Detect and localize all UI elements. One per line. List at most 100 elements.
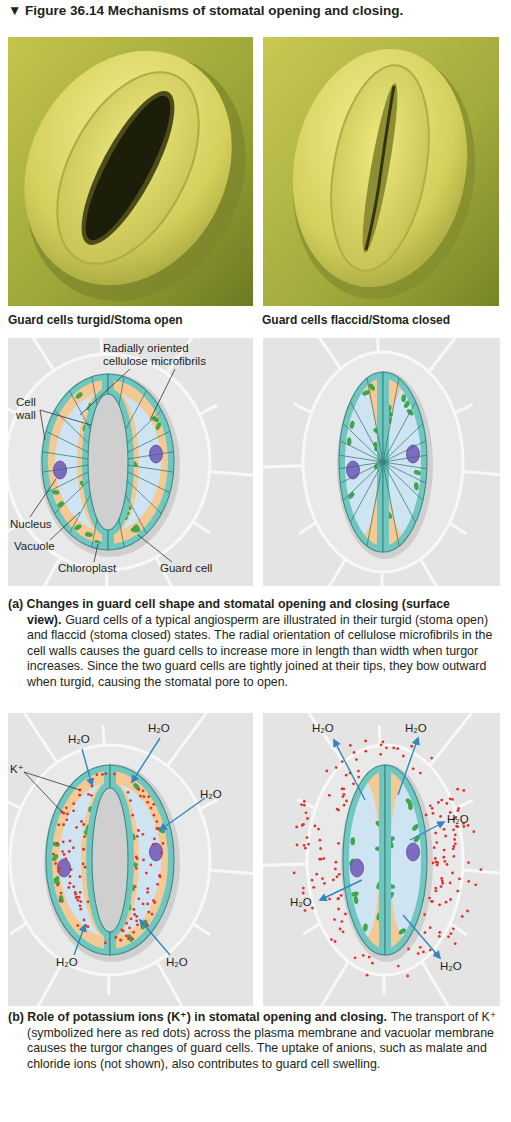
caption-heading: (b) Role of potassium ions (K⁺) in stoma… — [8, 1010, 387, 1024]
leader-line — [80, 369, 130, 415]
potassium-ion — [334, 940, 337, 943]
guard-cell-outline — [46, 765, 110, 955]
potassium-ion — [312, 886, 315, 889]
potassium-ion — [62, 840, 65, 843]
potassium-ion — [385, 746, 388, 749]
guard-cell-outline — [385, 765, 427, 955]
cell-boundary — [263, 713, 344, 762]
potassium-ion — [444, 835, 447, 838]
guard-cell — [343, 765, 385, 955]
potassium-ion — [153, 837, 156, 840]
potassium-ion — [445, 901, 448, 904]
potassium-ion — [87, 925, 90, 928]
potassium-ion — [146, 801, 149, 804]
cellulose-microfibril — [383, 364, 511, 462]
potassium-ion — [146, 924, 149, 927]
cell-boundary — [193, 522, 210, 533]
potassium-ion — [153, 814, 156, 817]
potassium-ion — [304, 847, 307, 850]
potassium-ion — [54, 862, 57, 865]
part-label: Cell wall — [16, 396, 46, 422]
epidermal-background — [8, 713, 253, 1006]
potassium-ion — [151, 913, 154, 916]
cellulose-microfibril — [0, 428, 108, 462]
stoma-shadow — [44, 764, 180, 962]
cell-boundary — [8, 338, 54, 370]
potassium-ion — [474, 883, 477, 886]
potassium-ion — [458, 878, 461, 881]
leader-line — [24, 772, 80, 790]
potassium-ion — [63, 853, 66, 856]
potassium-ion — [147, 795, 150, 798]
cell-boundary — [210, 870, 253, 895]
cell-wall — [339, 372, 383, 552]
nucleus — [351, 859, 364, 877]
potassium-ion — [56, 842, 59, 845]
potassium-ion — [440, 799, 443, 802]
potassium-ion — [295, 826, 298, 829]
potassium-ion — [114, 936, 117, 939]
potassium-ion — [87, 900, 90, 903]
cell-boundary — [8, 405, 17, 414]
chloroplast — [349, 420, 356, 429]
potassium-ion — [435, 890, 438, 893]
potassium-ion — [133, 913, 136, 916]
inner-lip — [317, 58, 444, 279]
potassium-ion — [120, 939, 123, 942]
cellulose-microfibril — [186, 364, 383, 462]
photo-caption: Guard cells turgid/Stoma open — [8, 313, 183, 327]
potassium-ion — [407, 948, 410, 951]
cell-boundary — [101, 338, 102, 354]
cellulose-microfibril — [383, 309, 511, 462]
nucleus — [407, 445, 420, 463]
potassium-ion — [345, 800, 348, 803]
potassium-ion — [155, 827, 158, 830]
cell-boundary — [263, 466, 303, 476]
potassium-ion — [429, 949, 432, 952]
potassium-ion — [156, 827, 159, 830]
potassium-ion — [131, 938, 134, 941]
potassium-ion — [156, 883, 159, 886]
potassium-ion — [456, 890, 459, 893]
potassium-ion — [431, 900, 434, 903]
cell-boundary — [8, 557, 60, 586]
epidermis — [8, 713, 253, 1006]
potassium-ion — [82, 848, 85, 851]
potassium-ion — [417, 952, 420, 955]
cell-boundary — [200, 800, 218, 809]
cell-boundary — [294, 404, 312, 413]
potassium-ion — [434, 887, 437, 890]
potassium-ion — [136, 923, 139, 926]
potassium-ion — [402, 755, 405, 758]
vacuole — [55, 392, 161, 532]
potassium-ion — [159, 875, 162, 878]
potassium-ion — [72, 802, 75, 805]
cell-boundary — [167, 713, 253, 766]
potassium-ion — [320, 858, 323, 861]
potassium-ion — [72, 885, 75, 888]
potassium-ion — [135, 920, 138, 923]
potassium-ion — [78, 794, 81, 797]
water-label: H₂O — [148, 722, 170, 734]
cell-boundary — [463, 472, 500, 497]
nucleus — [58, 859, 71, 877]
water-flow-arrow — [132, 738, 160, 782]
potassium-ion — [396, 747, 399, 750]
potassium-ion — [79, 875, 82, 878]
potassium-ion — [335, 861, 338, 864]
guard-cell-outline — [383, 372, 427, 552]
potassium-ion — [412, 767, 415, 770]
potassium-ion — [122, 930, 125, 933]
guard-cell-lip — [8, 37, 253, 306]
potassium-ion — [424, 931, 427, 934]
potassium-ion — [371, 962, 374, 965]
potassium-ion — [343, 793, 346, 796]
cellulose-microfibril — [383, 462, 511, 496]
potassium-ion — [80, 820, 83, 823]
potassium-ion — [143, 795, 146, 798]
chloroplast — [51, 490, 59, 495]
potassium-ion — [382, 741, 385, 744]
potassium-ion — [333, 918, 336, 921]
guard-cell-outline — [108, 374, 174, 550]
potassium-ion — [466, 910, 469, 913]
